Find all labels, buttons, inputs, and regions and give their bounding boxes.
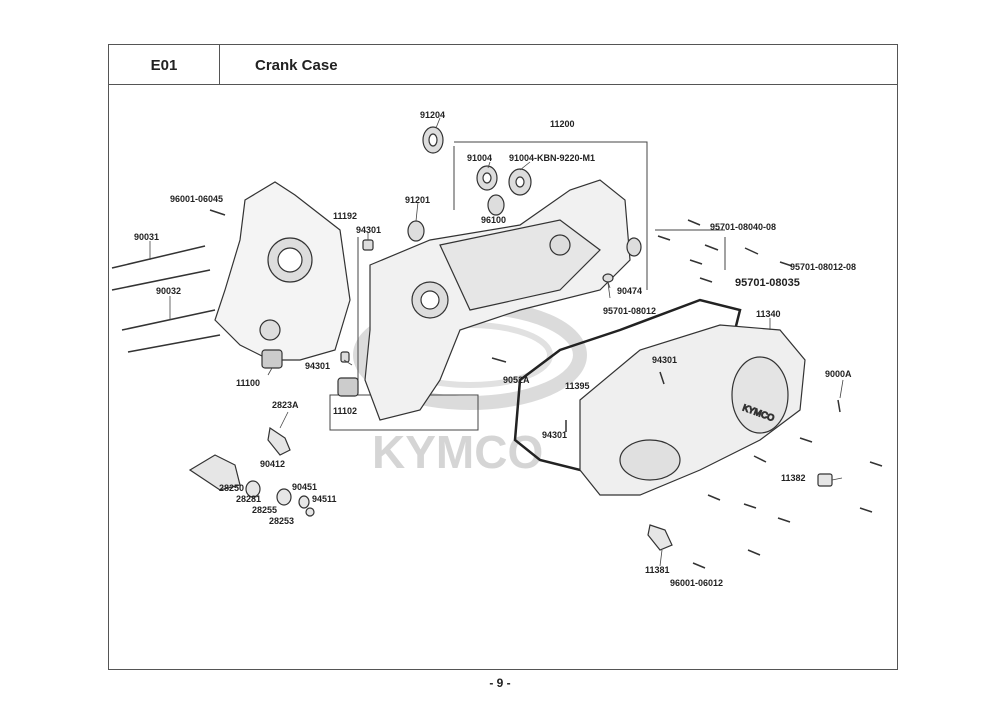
label-95701-08012: 95701-08012 [603,306,657,316]
label-94301-d: 94301 [542,430,568,440]
label-28255: 28255 [252,505,278,515]
diagram-frame: E01 Crank Case [108,44,898,670]
label-28253: 28253 [269,516,295,526]
label-96001-06012: 96001-06012 [670,578,724,588]
long-bolts [111,245,221,353]
section-title: Crank Case [255,56,338,74]
label-95701-08012-08: 95701-08012-08 [790,262,857,272]
label-96100: 96100 [481,215,507,225]
label-9000a: 9000A [825,369,852,379]
label-91201: 91201 [405,195,431,205]
label-91004: 91004 [467,153,493,163]
label-11100: 11100 [236,378,261,388]
watermark-text: KYMCO [372,426,543,478]
label-28250: 28250 [219,483,245,493]
label-28281: 28281 [236,494,262,504]
label-90474: 90474 [617,286,643,296]
label-11200: 11200 [550,119,575,129]
main-crankcase [337,179,631,421]
label-96001-06045: 96001-06045 [170,194,224,204]
label-94301-c: 94301 [305,361,331,371]
label-95701-08035: 95701-08035 [735,277,800,289]
label-91004-kbn-9220-m1: 91004-KBN-9220-M1 [509,153,596,163]
label-11381: 11381 [645,565,670,575]
leader-lines [149,117,844,567]
left-crankcase [214,181,351,369]
label-95701-08040-08: 95701-08040-08 [710,222,777,232]
small-bolts [209,209,883,569]
header-bar: E01 Crank Case [109,45,897,85]
kick-starter-parts [188,426,833,551]
label-11395: 11395 [565,381,590,391]
bearings [340,126,642,363]
label-94301-a: 94301 [356,225,382,235]
label-90451: 90451 [292,482,318,492]
label-2823a: 2823A [272,400,299,410]
label-9052a: 9052A [503,375,530,385]
label-90031: 90031 [134,232,160,242]
page-number: - 9 - [489,676,511,690]
section-code: E01 [109,45,220,85]
label-11340: 11340 [756,309,781,319]
label-90412: 90412 [260,459,286,469]
label-90032: 90032 [156,286,182,296]
label-11102: 11102 [333,406,358,416]
label-11192: 11192 [333,211,358,221]
label-94301-b: 94301 [652,355,678,365]
label-94511: 94511 [312,494,337,504]
label-91204: 91204 [420,110,446,120]
crankcase-cover: KYMCO [579,324,806,496]
label-11382: 11382 [781,473,806,483]
